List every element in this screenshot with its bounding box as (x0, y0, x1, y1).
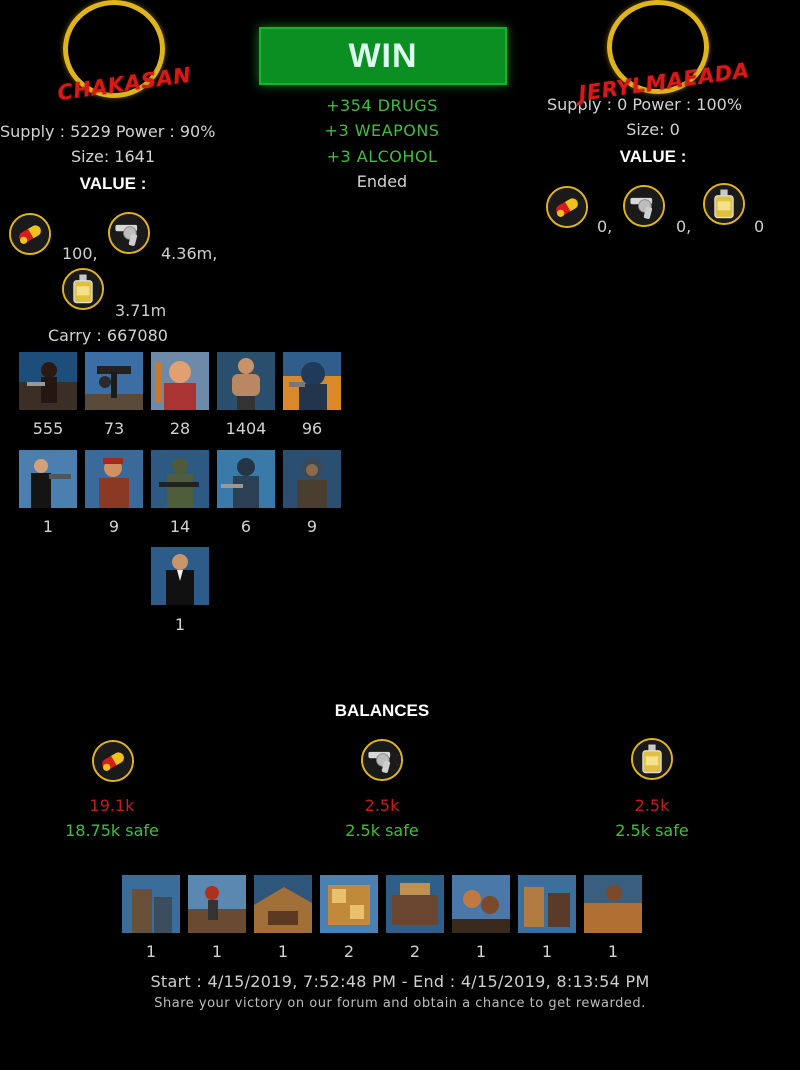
right-value-heading: VALUE : (619, 147, 687, 166)
balances-heading: BALANCES (334, 701, 430, 720)
unit-count: 9 (108, 517, 120, 536)
weapons-revolver-icon (623, 185, 665, 227)
left-value-drugs: 100, (62, 244, 98, 263)
battle-times: Start : 4/15/2019, 7:52:48 PM - End : 4/… (150, 972, 650, 991)
unit-thumbnail[interactable] (151, 352, 209, 410)
building-count: 1 (541, 942, 553, 961)
unit-thumbnail[interactable] (19, 352, 77, 410)
balance-weapons-safe: 2.5k safe (345, 821, 419, 840)
building-count: 1 (475, 942, 487, 961)
building-thumbnail[interactable] (188, 875, 246, 933)
unit-thumbnail[interactable] (151, 450, 209, 508)
right-value-alcohol: 0 (754, 217, 765, 236)
building-count: 2 (343, 942, 355, 961)
unit-count: 1 (174, 615, 186, 634)
building-thumbnail[interactable] (320, 875, 378, 933)
left-value-weapons: 4.36m, (161, 244, 218, 263)
win-result-banner: WIN (259, 27, 507, 85)
unit-thumbnail[interactable] (217, 352, 275, 410)
right-value-drugs: 0, (597, 217, 613, 236)
right-size: Size: 0 (626, 120, 680, 139)
building-count: 1 (607, 942, 619, 961)
unit-count: 14 (169, 517, 191, 536)
unit-count: 555 (32, 419, 64, 438)
unit-thumbnail[interactable] (217, 450, 275, 508)
drugs-pill-icon (92, 740, 134, 782)
balance-alcohol-safe: 2.5k safe (615, 821, 689, 840)
right-player-avatar-ring (607, 0, 709, 94)
gain-alcohol: +3 ALCOHOL (326, 147, 438, 166)
building-thumbnail[interactable] (254, 875, 312, 933)
unit-thumbnail[interactable] (85, 352, 143, 410)
unit-thumbnail[interactable] (85, 450, 143, 508)
weapons-revolver-icon (361, 739, 403, 781)
balance-drugs-safe: 18.75k safe (65, 821, 159, 840)
balance-alcohol-amount: 2.5k (634, 796, 670, 815)
right-value-weapons: 0, (676, 217, 692, 236)
unit-count: 1 (42, 517, 54, 536)
left-carry: Carry : 667080 (48, 326, 168, 345)
share-message: Share your victory on our forum and obta… (154, 996, 646, 1011)
building-count: 2 (409, 942, 421, 961)
unit-count: 9 (306, 517, 318, 536)
alcohol-bottle-icon (631, 738, 673, 780)
gain-weapons: +3 WEAPONS (324, 121, 440, 140)
gain-drugs: +354 DRUGS (326, 96, 438, 115)
battle-status: Ended (356, 172, 408, 191)
left-supply-power: Supply : 5229 Power : 90% (0, 122, 216, 141)
building-thumbnail[interactable] (386, 875, 444, 933)
building-thumbnail[interactable] (122, 875, 180, 933)
alcohol-bottle-icon (703, 183, 745, 225)
balance-drugs-amount: 19.1k (89, 796, 135, 815)
left-value-heading: VALUE : (79, 174, 147, 193)
weapons-revolver-icon (108, 212, 150, 254)
unit-count: 96 (301, 419, 323, 438)
building-count: 1 (211, 942, 223, 961)
unit-thumbnail[interactable] (283, 352, 341, 410)
left-value-alcohol: 3.71m (115, 301, 167, 320)
unit-count: 6 (240, 517, 252, 536)
left-size: Size: 1641 (70, 147, 156, 166)
drugs-pill-icon (9, 213, 51, 255)
unit-thumbnail[interactable] (151, 547, 209, 605)
drugs-pill-icon (546, 186, 588, 228)
unit-count: 1404 (225, 419, 267, 438)
unit-count: 28 (169, 419, 191, 438)
left-player-avatar-ring (63, 0, 165, 98)
alcohol-bottle-icon (62, 268, 104, 310)
balance-weapons-amount: 2.5k (364, 796, 400, 815)
building-thumbnail[interactable] (452, 875, 510, 933)
building-thumbnail[interactable] (518, 875, 576, 933)
unit-thumbnail[interactable] (19, 450, 77, 508)
unit-count: 73 (103, 419, 125, 438)
building-count: 1 (145, 942, 157, 961)
building-count: 1 (277, 942, 289, 961)
building-thumbnail[interactable] (584, 875, 642, 933)
right-supply-power: Supply : 0 Power : 100% (547, 95, 743, 114)
unit-thumbnail[interactable] (283, 450, 341, 508)
